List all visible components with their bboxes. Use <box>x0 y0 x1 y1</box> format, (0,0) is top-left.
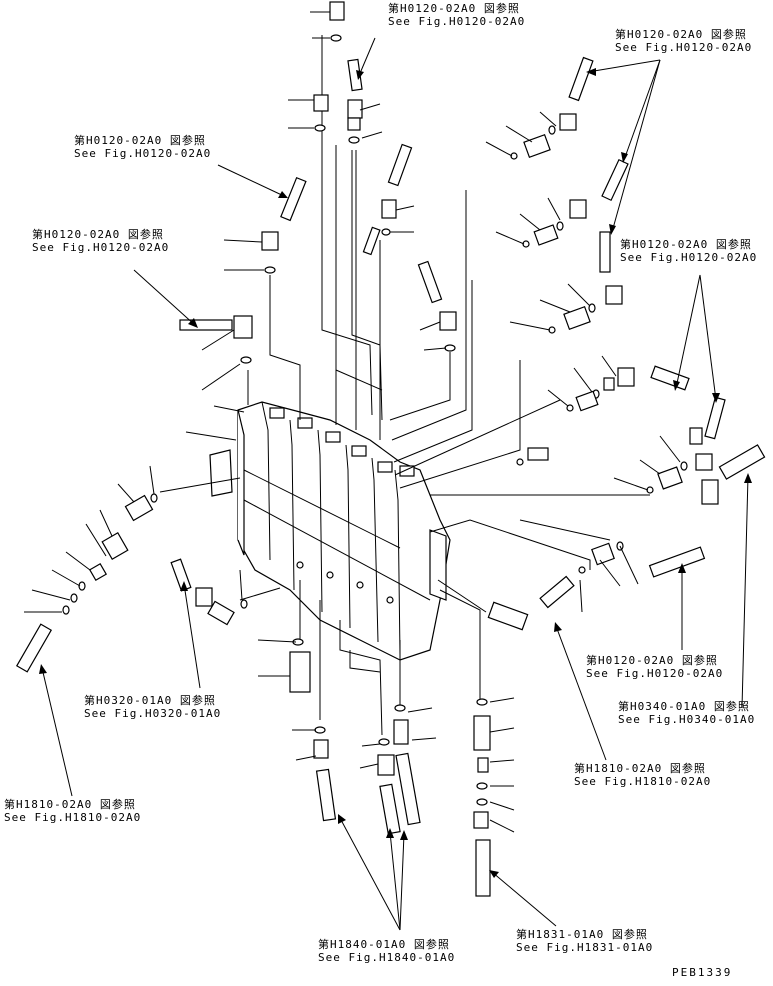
reference-label-en: See Fig.H1840-01A0 <box>318 951 456 964</box>
reference-label: 第H1840-01A0 図参照 See Fig.H1840-01A0 <box>318 938 455 964</box>
reference-label-en: See Fig.H1810-02A0 <box>574 775 712 788</box>
reference-label-jp: 第H0340-01A0 図参照 <box>618 700 750 713</box>
right-fittings <box>487 56 766 631</box>
reference-label-en: See Fig.H1810-02A0 <box>4 811 142 824</box>
lower-fittings <box>289 638 491 897</box>
reference-label: 第H1810-02A0 図参照 See Fig.H1810-02A0 <box>574 762 711 788</box>
reference-label-en: See Fig.H0120-02A0 <box>32 241 170 254</box>
reference-label-jp: 第H1810-02A0 図参照 <box>574 762 706 775</box>
reference-label-jp: 第H1810-02A0 図参照 <box>4 798 136 811</box>
reference-label: 第H0320-01A0 図参照 See Fig.H0320-01A0 <box>84 694 221 720</box>
document-id: PEB1339 <box>672 966 733 979</box>
reference-label-en: See Fig.H0320-01A0 <box>84 707 222 720</box>
control-valve-body <box>209 401 451 661</box>
reference-label-en: See Fig.H0120-02A0 <box>74 147 212 160</box>
reference-label: 第H0120-02A0 図参照 See Fig.H0120-02A0 <box>74 134 211 160</box>
reference-label: 第H0120-02A0 図参照 See Fig.H0120-02A0 <box>615 28 752 54</box>
reference-label-jp: 第H0320-01A0 図参照 <box>84 694 216 707</box>
reference-label-jp: 第H1840-01A0 図参照 <box>318 938 450 951</box>
reference-label: 第H1831-01A0 図参照 See Fig.H1831-01A0 <box>516 928 653 954</box>
pipe-routing <box>159 35 650 736</box>
reference-label: 第H1810-02A0 図参照 See Fig.H1810-02A0 <box>4 798 141 824</box>
reference-label-en: See Fig.H0120-02A0 <box>586 667 724 680</box>
reference-label-jp: 第H0120-02A0 図参照 <box>615 28 747 41</box>
callout-leaders <box>24 11 681 833</box>
reference-label-en: See Fig.H1831-01A0 <box>516 941 654 954</box>
reference-label: 第H0120-02A0 図参照 See Fig.H0120-02A0 <box>586 654 723 680</box>
reference-label: 第H0120-02A0 図参照 See Fig.H0120-02A0 <box>388 2 525 28</box>
upper-fittings <box>179 1 457 364</box>
reference-label-jp: 第H0120-02A0 図参照 <box>32 228 164 241</box>
reference-arrows <box>39 37 752 931</box>
left-fittings <box>15 493 248 673</box>
reference-label: 第H0120-02A0 図参照 See Fig.H0120-02A0 <box>32 228 169 254</box>
reference-label-jp: 第H0120-02A0 図参照 <box>620 238 752 251</box>
reference-label: 第H0340-01A0 図参照 See Fig.H0340-01A0 <box>618 700 755 726</box>
reference-label-en: See Fig.H0120-02A0 <box>388 15 526 28</box>
reference-label-en: See Fig.H0340-01A0 <box>618 713 756 726</box>
reference-label-en: See Fig.H0120-02A0 <box>615 41 753 54</box>
reference-label-jp: 第H0120-02A0 図参照 <box>388 2 520 15</box>
reference-label-jp: 第H0120-02A0 図参照 <box>74 134 206 147</box>
reference-label-en: See Fig.H0120-02A0 <box>620 251 758 264</box>
reference-label: 第H0120-02A0 図参照 See Fig.H0120-02A0 <box>620 238 757 264</box>
reference-label-jp: 第H0120-02A0 図参照 <box>586 654 718 667</box>
reference-label-jp: 第H1831-01A0 図参照 <box>516 928 648 941</box>
